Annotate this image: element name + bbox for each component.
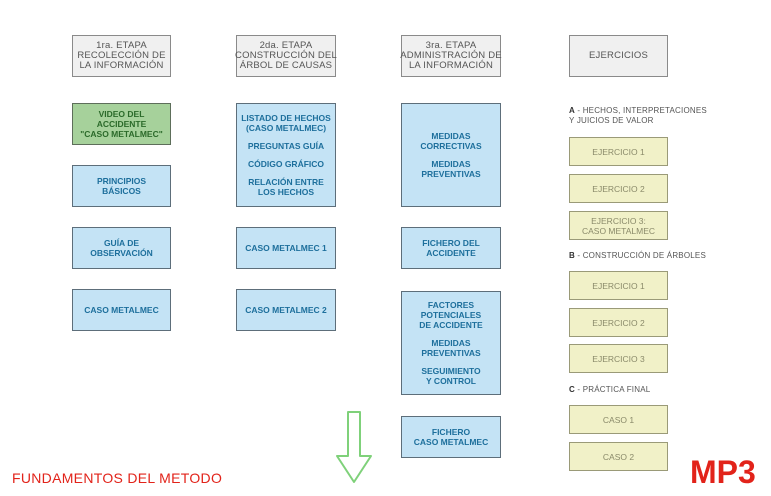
box-text-line: RECOLECCIÓN DE <box>77 50 166 61</box>
caso-1-button[interactable]: CASO 1 <box>569 405 668 434</box>
box-text-line: EJERCICIOS <box>588 50 648 61</box>
box-text-line: CASO METALMEC 1 <box>245 243 327 253</box>
box-text-line: (CASO METALMEC) <box>245 123 327 133</box>
box-text-line: LA INFORMACIÓN <box>79 60 164 71</box>
caso-metalmec-2-button[interactable]: CASO METALMEC 2 <box>236 289 336 331</box>
box-text-line: MEDIDAS <box>431 159 471 169</box>
ejercicio-b3-button[interactable]: EJERCICIO 3 <box>569 344 668 373</box>
down-arrow-icon[interactable] <box>334 410 374 491</box>
section-a-text-2: Y JUICIOS DE VALOR <box>569 116 654 125</box>
box-text-line: PRINCIPIOS <box>96 176 147 186</box>
section-a-label: A - HECHOS, INTERPRETACIONES Y JUICIOS D… <box>569 106 707 126</box>
caso-2-button[interactable]: CASO 2 <box>569 442 668 471</box>
section-a-text: - HECHOS, INTERPRETACIONES <box>574 106 707 115</box>
box-text-line: GUÍA DE <box>103 238 140 248</box>
ejercicio-a1-button[interactable]: EJERCICIO 1 <box>569 137 668 166</box>
box-text-line: "CASO METALMEC" <box>80 129 163 139</box>
box-text-line: ADMINISTRACIÓN DE <box>400 50 502 61</box>
ejercicio-b1-button[interactable]: EJERCICIO 1 <box>569 271 668 300</box>
box-text-line: FACTORES <box>427 300 475 310</box>
module-badge: MP3 <box>690 454 756 490</box>
box-text-line: CASO 1 <box>602 414 635 425</box>
section-b-text: - CONSTRUCCIÓN DE ÁRBOLES <box>574 251 706 260</box>
box-text-line: PREVENTIVAS <box>421 169 481 179</box>
listado-hechos-panel[interactable]: LISTADO DE HECHOS(CASO METALMEC) PREGUNTA… <box>236 103 336 207</box>
box-text-line: PREVENTIVAS <box>421 348 481 358</box>
box-text-line: LOS HECHOS <box>257 187 315 197</box>
box-text-line: OBSERVACIÓN <box>90 248 153 258</box>
section-a-letter: A <box>569 106 575 115</box>
box-text-line: FICHERO DEL <box>422 238 480 248</box>
ejercicio-b2-button[interactable]: EJERCICIO 2 <box>569 308 668 337</box>
box-text-line: CONSTRUCCIÓN DEL <box>235 50 337 61</box>
box-text-line: 1ra. ETAPA <box>96 40 147 51</box>
box-text-line: LA INFORMACIÓN <box>408 60 494 71</box>
box-text-line: LISTADO DE HECHOS <box>241 113 331 123</box>
box-text-line: 3ra. ETAPA <box>425 40 477 51</box>
box-text-line: CASO 2 <box>602 451 635 462</box>
box-text-line: RELACIÓN ENTRE <box>248 177 324 187</box>
box-text-line: MEDIDAS <box>431 131 471 141</box>
box-text-line: CASO METALMEC <box>84 305 159 315</box>
ejercicios-header: EJERCICIOS <box>569 35 668 77</box>
section-c-text: - PRÁCTICA FINAL <box>574 385 651 394</box>
box-text-line: CÓDIGO GRÁFICO <box>247 159 325 169</box>
caso-metalmec-1-button[interactable]: CASO METALMEC 1 <box>236 227 336 269</box>
box-text-line: PREGUNTAS GUÍA <box>247 141 325 151</box>
caso-metalmec-button[interactable]: CASO METALMEC <box>72 289 171 331</box>
box-text-line: BÁSICOS <box>102 186 141 196</box>
box-text-line: DE ACCIDENTE <box>419 320 483 330</box>
box-text-line: EJERCICIO 1 <box>592 146 645 157</box>
box-text-line: EJERCICIO 2 <box>592 183 645 194</box>
box-text-line: CORRECTIVAS <box>420 141 482 151</box>
section-c-letter: C <box>569 385 575 394</box>
box-text-line: ACCIDENTE <box>96 119 147 129</box>
box-text-line: EJERCICIO 3 <box>592 353 645 364</box>
box-text-line: MEDIDAS <box>431 338 471 348</box>
box-text-line: SEGUIMIENTO <box>421 366 481 376</box>
box-text-line: ÁRBOL DE CAUSAS <box>239 60 333 71</box>
box-text-line: Y CONTROL <box>426 376 476 386</box>
footer-title: FUNDAMENTOS DEL METODO <box>12 470 223 486</box>
box-text-line: FICHERO <box>431 427 471 437</box>
box-text-line: EJERCICIO 3: <box>591 215 646 226</box>
ejercicio-a2-button[interactable]: EJERCICIO 2 <box>569 174 668 203</box>
box-text-line: VIDEO DEL <box>98 109 145 119</box>
box-text-line: EJERCICIO 2 <box>592 317 645 328</box>
section-b-letter: B <box>569 251 575 260</box>
box-text-line: ACCIDENTE <box>426 248 476 258</box>
ejercicio-a3-button[interactable]: EJERCICIO 3:CASO METALMEC <box>569 211 668 240</box>
box-text-line: EJERCICIO 1 <box>592 280 645 291</box>
box-text-line: 2da. ETAPA <box>259 40 313 51</box>
box-text-line: CASO METALMEC <box>413 437 489 447</box>
box-text-line: POTENCIALES <box>420 310 482 320</box>
section-c-label: C - PRÁCTICA FINAL <box>569 385 650 395</box>
section-b-label: B - CONSTRUCCIÓN DE ÁRBOLES <box>569 251 706 261</box>
box-text-line: CASO METALMEC <box>581 225 656 236</box>
box-text-line: CASO METALMEC 2 <box>245 305 327 315</box>
